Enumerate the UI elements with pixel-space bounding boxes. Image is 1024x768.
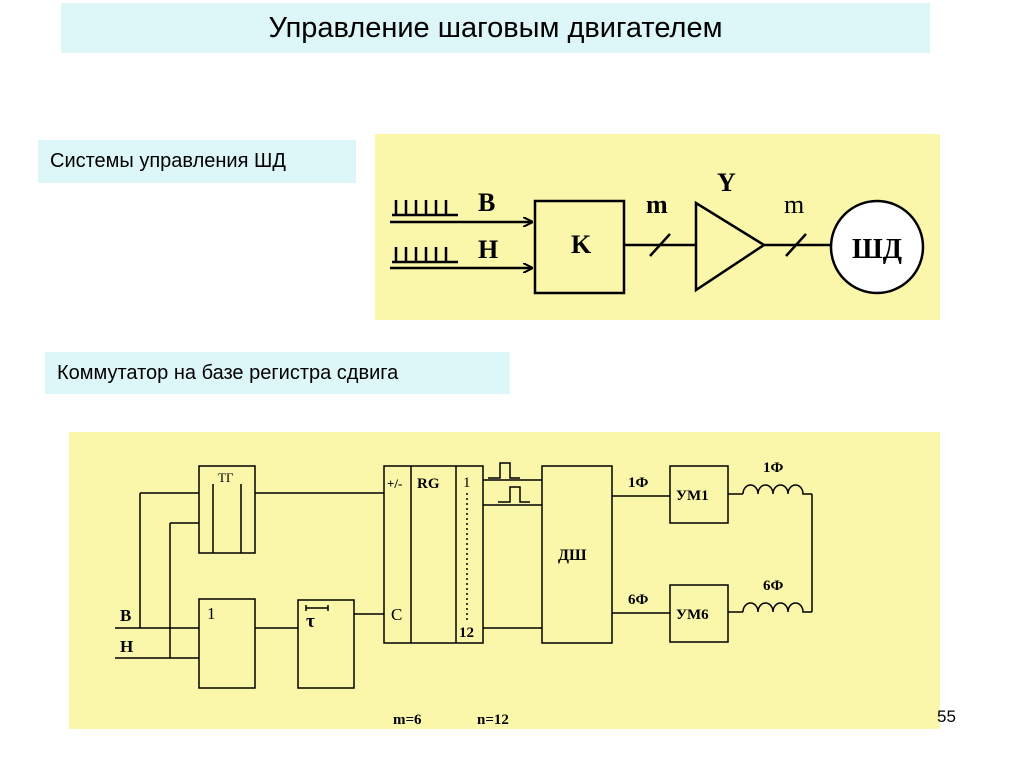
section-label-commutator: Коммутатор на базе регистра сдвига bbox=[45, 352, 510, 394]
pulse-symbol-upper bbox=[488, 462, 520, 479]
slide-title: Управление шаговым двигателем bbox=[61, 3, 930, 53]
trigger-label: ТГ bbox=[218, 470, 234, 485]
bus-slash-1 bbox=[649, 233, 671, 257]
delay-label: τ bbox=[306, 611, 315, 632]
shift-register-block bbox=[383, 465, 484, 644]
input-label-h: H bbox=[478, 235, 498, 264]
or-gate-block bbox=[198, 598, 256, 689]
decoder-block bbox=[541, 465, 613, 644]
slide-title-text: Управление шаговым двигателем bbox=[268, 11, 723, 44]
bus-label-2: m bbox=[784, 190, 804, 219]
section-label-commutator-text: Коммутатор на базе регистра сдвига bbox=[57, 361, 399, 384]
register-first-output-label: 1 bbox=[463, 475, 471, 491]
trigger-block bbox=[198, 465, 256, 554]
stepper-motor-circle bbox=[829, 199, 925, 295]
section-label-systems-text: Системы управления ШД bbox=[50, 150, 286, 172]
input-label-b-circuit: B bbox=[120, 606, 131, 625]
amplifier-1-label: УМ1 bbox=[676, 488, 709, 504]
page-number: 55 bbox=[937, 707, 956, 726]
input-label-b: B bbox=[478, 188, 495, 217]
amplifier-triangle bbox=[694, 200, 767, 293]
register-name-label: RG bbox=[417, 476, 440, 492]
coil-1 bbox=[742, 484, 812, 495]
bus-label-1: m bbox=[646, 190, 668, 219]
pulse-train-b bbox=[392, 200, 458, 217]
decoder-label: ДШ bbox=[558, 547, 587, 564]
pulse-symbol-lower bbox=[498, 486, 530, 503]
coil-6-label: 6Ф bbox=[763, 578, 784, 594]
register-direction-label: +/- bbox=[387, 476, 402, 491]
coil-1-label: 1Ф bbox=[763, 460, 784, 476]
amplifier-6-label: УМ6 bbox=[676, 607, 709, 623]
phase-6-output-label: 6Ф bbox=[628, 592, 649, 608]
param-m-label: m=6 bbox=[393, 712, 422, 728]
bus-slash-2 bbox=[785, 233, 807, 257]
register-clock-label: C bbox=[391, 605, 402, 624]
input-label-h-circuit: H bbox=[120, 637, 133, 656]
pulse-train-h bbox=[392, 247, 458, 264]
amplifier-label: Y bbox=[717, 168, 736, 197]
stepper-motor-label: ШД bbox=[852, 234, 902, 265]
phase-1-output-label: 1Ф bbox=[628, 475, 649, 491]
delay-block bbox=[297, 599, 355, 689]
coil-6 bbox=[742, 602, 812, 613]
section-label-systems: Системы управления ШД bbox=[38, 140, 356, 183]
commutator-block bbox=[533, 199, 626, 295]
commutator-label: K bbox=[571, 230, 592, 259]
register-last-output-label: 12 bbox=[459, 625, 474, 641]
or-gate-label: 1 bbox=[207, 604, 216, 623]
param-n-label: n=12 bbox=[477, 712, 509, 728]
circuit-diagram-panel bbox=[69, 432, 940, 729]
